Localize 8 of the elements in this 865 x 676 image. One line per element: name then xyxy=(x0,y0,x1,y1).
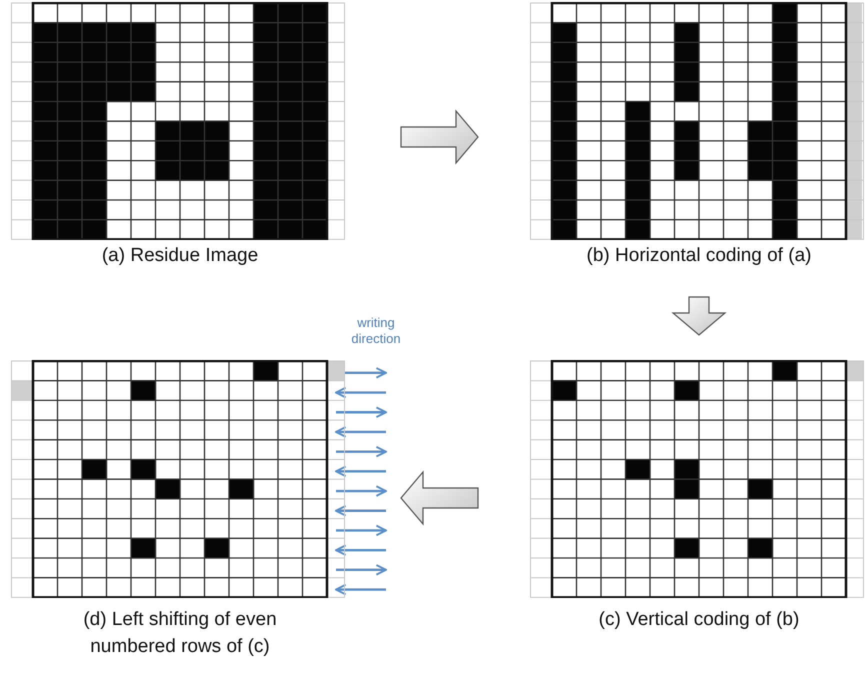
block-arrow xyxy=(400,470,479,526)
panel-label: (b) Horizontal coding of (a) xyxy=(586,244,812,268)
panel-label: (c) Vertical coding of (b) xyxy=(598,608,800,632)
panel-label: (a) Residue Image xyxy=(100,244,260,268)
annotation-label: writing direction xyxy=(350,315,402,347)
block-arrow xyxy=(671,296,727,336)
block-arrow xyxy=(400,109,479,165)
panel-label: (d) Left shifting of even numbered rows of (c) xyxy=(82,608,278,659)
